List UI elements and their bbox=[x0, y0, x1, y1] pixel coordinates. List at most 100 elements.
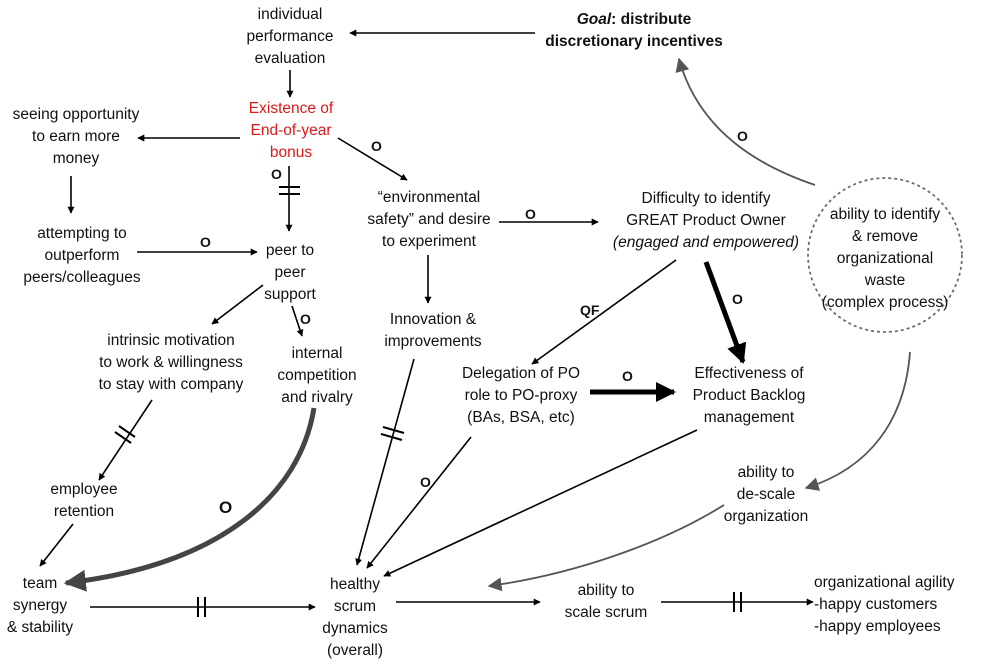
text-line: to stay with company bbox=[98, 376, 244, 393]
text-line: (complex process) bbox=[821, 294, 949, 311]
edge-label-bonus-peer: O bbox=[271, 166, 282, 182]
text-line: performance bbox=[246, 28, 334, 45]
text-line: Goal: distribute bbox=[525, 9, 743, 31]
text-line: safety” and desire bbox=[367, 211, 491, 228]
edge-label-outperform-peer: O bbox=[200, 234, 211, 250]
arrow-retention-to-synergy bbox=[39, 523, 74, 567]
text-line: organizational agility bbox=[814, 574, 955, 591]
text-line: Difficulty to identify bbox=[641, 190, 771, 207]
edge-label-delegation-healthy: O bbox=[420, 474, 431, 490]
text-line: retention bbox=[53, 503, 115, 520]
text-line: scrum bbox=[333, 598, 377, 615]
text-line: competition bbox=[277, 367, 357, 384]
edge-label-bonus-env: O bbox=[371, 138, 382, 154]
text-line: peer to bbox=[265, 242, 315, 259]
text-line: ability to bbox=[577, 582, 635, 599]
node-healthy-scrum: healthy scrum dynamics (overall) bbox=[312, 574, 398, 662]
text-line: internal bbox=[291, 345, 343, 362]
text-line: support bbox=[264, 286, 316, 303]
text-line: (BAs, BSA, etc) bbox=[467, 409, 575, 426]
text-line: GREAT Product Owner bbox=[626, 212, 786, 229]
node-individual-performance: individual performance evaluation bbox=[235, 4, 345, 70]
edge-label-delegation-backlog: O bbox=[622, 368, 633, 384]
text-line: management bbox=[703, 409, 795, 426]
node-great-po: Difficulty to identify GREAT Product Own… bbox=[600, 188, 812, 254]
text-line: Delegation of PO bbox=[461, 365, 581, 382]
edge-label-po-backlog: O bbox=[732, 291, 743, 307]
arrow-po-to-delegation bbox=[531, 259, 677, 365]
node-earn-money: seeing opportunity to earn more money bbox=[0, 104, 152, 170]
text-line: Innovation & bbox=[389, 311, 477, 328]
node-retention: employee retention bbox=[36, 479, 132, 523]
node-delegation: Delegation of PO role to PO-proxy (BAs, … bbox=[452, 363, 590, 429]
text-line: synergy bbox=[12, 597, 68, 614]
text-line: End-of-year bbox=[250, 122, 332, 139]
text-line: role to PO-proxy bbox=[464, 387, 578, 404]
node-outperform: attempting to outperform peers/colleague… bbox=[14, 223, 150, 289]
text-line: intrinsic motivation bbox=[107, 332, 235, 349]
node-backlog: Effectiveness of Product Backlog managem… bbox=[680, 363, 818, 429]
node-intrinsic-motivation: intrinsic motivation to work & willingne… bbox=[84, 330, 258, 396]
text-line: Existence of bbox=[248, 100, 334, 117]
text-line: -happy employees bbox=[814, 618, 941, 635]
text-line: to earn more bbox=[32, 128, 120, 145]
text-line: attempting to bbox=[37, 225, 127, 242]
text-line: evaluation bbox=[254, 50, 326, 67]
text-line: de-scale bbox=[736, 486, 796, 503]
edge-label-po-delegation: QF bbox=[580, 302, 600, 318]
node-org-agility: organizational agility -happy customers … bbox=[814, 572, 980, 638]
node-innovation: Innovation & improvements bbox=[372, 309, 494, 353]
arrow-bonus-to-env bbox=[337, 137, 408, 181]
goal-rest: : distribute bbox=[611, 11, 692, 28]
text-line: (overall) bbox=[327, 642, 383, 659]
text-line: organizational bbox=[836, 250, 934, 267]
delay-mark-innovation-2 bbox=[380, 433, 403, 441]
arrow-delegation-to-healthy bbox=[366, 436, 472, 569]
node-descale: ability to de-scale organization bbox=[716, 462, 816, 528]
edge-label-env-po: O bbox=[525, 206, 536, 222]
text-line: individual bbox=[257, 6, 323, 23]
node-scale-scrum: ability to scale scrum bbox=[548, 580, 664, 624]
arrow-backlog-to-healthy bbox=[383, 429, 698, 577]
text-line: healthy bbox=[330, 576, 380, 593]
arrow-descale-to-scale bbox=[487, 504, 725, 592]
waste-dashed-circle bbox=[807, 177, 963, 333]
text-line: waste bbox=[864, 272, 906, 289]
text-line: scale scrum bbox=[564, 604, 648, 621]
text-line: Product Backlog bbox=[692, 387, 806, 404]
edge-label-peer-competition: O bbox=[300, 311, 311, 327]
text-line: organization bbox=[723, 508, 809, 525]
text-line: (engaged and empowered) bbox=[612, 234, 800, 251]
arrow-peer-to-competition bbox=[291, 305, 304, 337]
text-line: outperform bbox=[44, 247, 120, 264]
edge-label-waste-goal: O bbox=[737, 128, 748, 144]
text-line: -happy customers bbox=[814, 596, 938, 613]
arrow-waste-to-goal bbox=[675, 57, 816, 186]
text-line: team bbox=[22, 575, 58, 592]
node-peer-support: peer to peer support bbox=[254, 240, 326, 306]
text-line: bonus bbox=[269, 144, 313, 161]
text-line: “environmental bbox=[377, 189, 481, 206]
text-line: peers/colleagues bbox=[23, 269, 141, 286]
arrow-innovation-to-healthy bbox=[355, 358, 415, 566]
text-line: seeing opportunity bbox=[12, 106, 140, 123]
arrow-po-to-backlog bbox=[703, 261, 747, 364]
text-line: dynamics bbox=[322, 620, 388, 637]
text-line: money bbox=[52, 150, 100, 167]
node-env-safety: “environmental safety” and desire to exp… bbox=[360, 187, 498, 253]
node-goal: Goal: distribute discretionary incentive… bbox=[525, 9, 743, 53]
text-line: peer bbox=[274, 264, 306, 281]
arrow-competition-to-synergy bbox=[63, 407, 317, 592]
delay-mark-intrinsic-1 bbox=[114, 431, 132, 444]
text-line: discretionary incentives bbox=[545, 33, 723, 50]
text-line: to work & willingness bbox=[99, 354, 243, 371]
text-line: & remove bbox=[851, 228, 919, 245]
node-year-end-bonus: Existence of End-of-year bonus bbox=[236, 98, 346, 164]
node-synergy: team synergy & stability bbox=[0, 573, 80, 639]
delay-mark-innovation-1 bbox=[382, 426, 405, 434]
edge-label-competition-synergy: O bbox=[219, 498, 233, 517]
text-line: to experiment bbox=[382, 233, 476, 250]
text-line: and rivalry bbox=[281, 389, 353, 406]
